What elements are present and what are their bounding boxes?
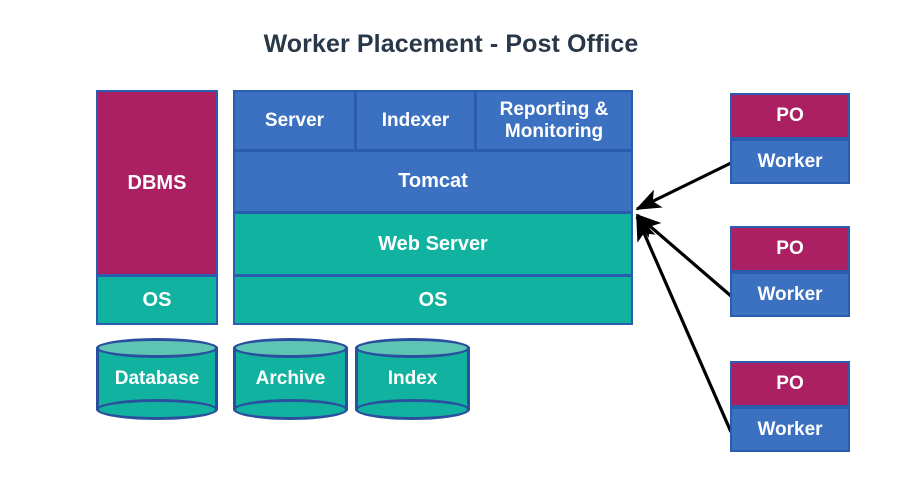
cylinder-bottom [233, 399, 348, 420]
cylinder-bottom [96, 399, 218, 420]
cylinder-bottom [355, 399, 470, 420]
archive-cylinder-label: Archive [255, 368, 326, 389]
database-cylinder: Database [96, 338, 218, 420]
worker-box-1: Worker [730, 139, 850, 184]
cylinder-top [355, 338, 470, 358]
index-cylinder: Index [355, 338, 470, 420]
arrow-worker-1 [635, 161, 732, 211]
cylinder-top [96, 338, 218, 358]
cylinder-top [233, 338, 348, 358]
worker-box-2: Worker [730, 272, 850, 317]
dbms-os-box: OS [96, 275, 218, 325]
tomcat-box: Tomcat [233, 150, 633, 213]
worker-box-3: Worker [730, 407, 850, 452]
index-cylinder-label: Index [387, 368, 438, 389]
dbms-box: DBMS [96, 90, 218, 276]
archive-cylinder: Archive [233, 338, 348, 420]
web-server-box: Web Server [233, 212, 633, 276]
po-box-2: PO [730, 226, 850, 272]
indexer-box: Indexer [355, 90, 476, 151]
server-box: Server [233, 90, 356, 151]
database-cylinder-label: Database [114, 368, 200, 389]
reporting-monitoring-box: Reporting & Monitoring [475, 90, 633, 151]
po-box-3: PO [730, 361, 850, 407]
arrow-worker-2 [635, 213, 733, 298]
po-box-1: PO [730, 93, 850, 139]
page-title: Worker Placement - Post Office [263, 30, 639, 58]
app-os-box: OS [233, 275, 633, 325]
arrow-worker-3 [635, 215, 733, 433]
